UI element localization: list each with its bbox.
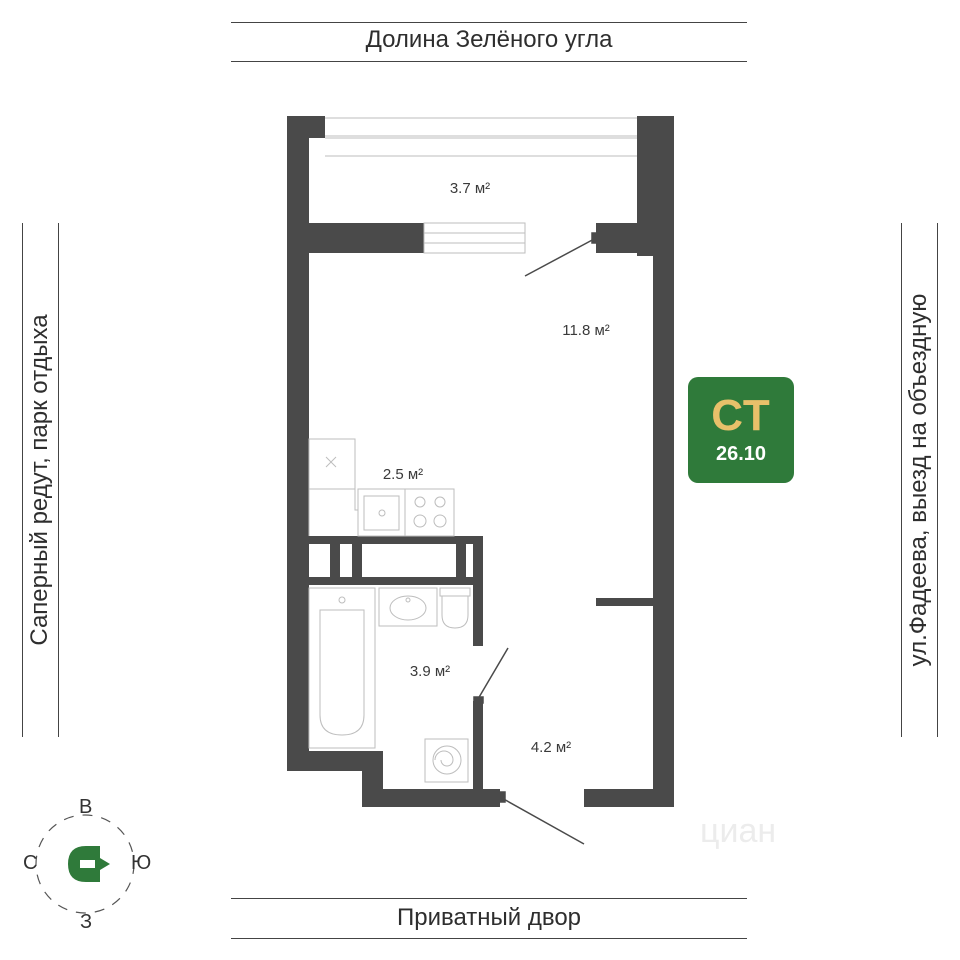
top-rule-upper (231, 22, 747, 23)
compass (35, 814, 135, 914)
separator-wall-left (287, 223, 424, 253)
compass-ring (35, 814, 135, 914)
compass-west-label: С (23, 852, 38, 874)
doors (473, 232, 599, 845)
window-frame (423, 222, 526, 254)
badge-subtitle: 26.10 (715, 443, 767, 465)
balcony-area-label: 3.7 м² (450, 180, 490, 197)
bottom-wall-mid (362, 789, 500, 807)
toilet-tank (439, 587, 471, 597)
bottom-wall-right (584, 789, 674, 807)
cabinet-wall-top (306, 536, 483, 544)
outer-wall-right (653, 223, 674, 807)
balcony-glazing (325, 117, 637, 157)
left-rule-inner (58, 223, 59, 737)
bathroom-door (477, 647, 509, 700)
compass-north-label: В (79, 796, 93, 818)
bathtub (308, 587, 376, 749)
apartment-type-badge: СТ 26.10 (688, 377, 794, 483)
top-rule-lower (231, 61, 747, 62)
bathroom-wall-upper (473, 536, 483, 646)
washbasin (378, 587, 438, 627)
kitchen-fixtures (308, 438, 455, 537)
right-rule-outer (901, 223, 902, 737)
bathroom-area-label: 3.9 м² (410, 663, 450, 680)
badge-title: СТ (711, 391, 771, 440)
toilet-bowl (441, 595, 469, 629)
watermark: циан (700, 812, 776, 850)
bathroom-wall-lower (473, 701, 483, 807)
stove (404, 488, 455, 537)
outer-wall-left (287, 223, 309, 771)
hallway-stub-wall (596, 598, 653, 606)
bottom-street-label: Приватный двор (396, 904, 582, 931)
hallway-area-label: 4.2 м² (531, 739, 571, 756)
bottom-rule-lower (231, 938, 747, 939)
balcony-wall-left-lower (287, 116, 309, 256)
washing-machine (424, 738, 469, 783)
bottom-wall-left (287, 751, 383, 771)
cabinet-post-1 (330, 536, 340, 585)
compass-east-label: Ю (131, 852, 152, 874)
cabinet-post-3 (456, 536, 466, 585)
right-rule-inner (937, 223, 938, 737)
fridge (308, 438, 356, 490)
living-area-label: 11.8 м² (562, 322, 610, 339)
compass-south-label: З (80, 911, 93, 933)
bathroom-fixtures (308, 587, 471, 783)
balcony-door (524, 237, 597, 277)
bottom-rule-upper (231, 898, 747, 899)
cabinet-wall-bottom (306, 577, 483, 585)
cabinet-post-2 (352, 536, 362, 585)
entrance-door (499, 796, 585, 845)
top-street-label: Долина Зелёного угла (365, 26, 613, 53)
walls (287, 116, 674, 807)
kitchen-area-label: 2.5 м² (383, 466, 423, 483)
left-rule-outer (22, 223, 23, 737)
